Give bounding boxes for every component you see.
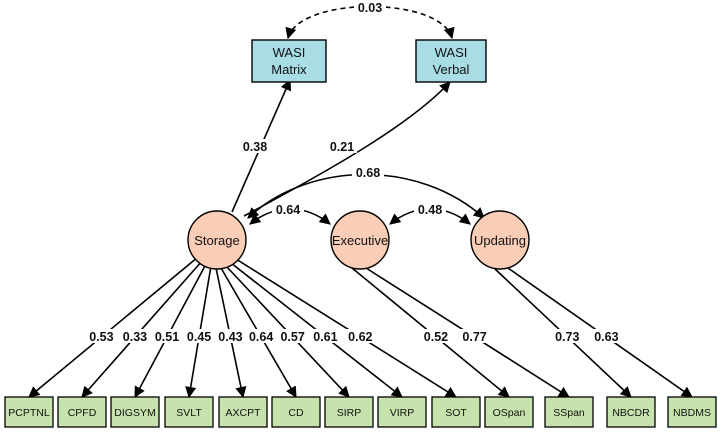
factor-executive: Executive [330, 210, 390, 270]
storage-to-wasi-verbal-path [243, 81, 451, 217]
wasi-matrix-box: WASI Matrix [251, 39, 327, 83]
indicator-box-cd: CD [271, 396, 321, 428]
factor-storage: Storage [187, 210, 247, 270]
loading-label-sspan: 0.77 [462, 330, 486, 344]
indicator-label-nbcdr: NBCDR [612, 407, 650, 419]
executive-updating-correlation-label: 0.48 [418, 203, 442, 217]
indicator-label-virp: VIRP [390, 407, 415, 419]
indicator-box-digsym: DIGSYM [110, 396, 160, 428]
wasi-matrix-path-label: 0.38 [243, 140, 267, 154]
loading-label-virp: 0.61 [313, 330, 337, 344]
loading-label-pcptnl: 0.53 [89, 330, 113, 344]
indicator-box-virp: VIRP [377, 396, 427, 428]
wasi-verbal-box: WASI Verbal [415, 39, 487, 83]
indicator-label-pcptnl: PCPTNL [8, 407, 50, 419]
factor-updating-label: Updating [474, 233, 526, 248]
factor-updating: Updating [470, 210, 530, 270]
loading-label-nbcdr: 0.73 [555, 330, 579, 344]
indicator-label-cd: CD [288, 407, 304, 419]
indicator-label-cpfd: CPFD [68, 407, 97, 419]
indicator-box-axcpt: AXCPT [218, 396, 268, 428]
indicator-label-sspan: SSpan [553, 407, 585, 419]
indicator-box-svlt: SVLT [164, 396, 214, 428]
storage-executive-correlation-label: 0.64 [276, 203, 300, 217]
factor-storage-label: Storage [194, 233, 240, 248]
indicator-box-cpfd: CPFD [57, 396, 107, 428]
loading-label-nbdms: 0.63 [594, 330, 618, 344]
loading-label-cpfd: 0.33 [123, 330, 147, 344]
indicator-label-svlt: SVLT [176, 407, 202, 419]
loading-path-sot [235, 258, 457, 398]
indicator-box-ospan: OSpan [484, 396, 534, 428]
loading-label-cd: 0.64 [249, 330, 273, 344]
wasi-correlation-label: 0.03 [358, 1, 382, 15]
wasi-verbal-path-label: 0.21 [330, 140, 354, 154]
loading-label-sirp: 0.57 [280, 330, 304, 344]
loading-label-axcpt: 0.43 [218, 330, 242, 344]
indicator-label-ospan: OSpan [493, 407, 526, 419]
factor-executive-label: Executive [332, 233, 388, 248]
indicator-box-sirp: SIRP [324, 396, 374, 428]
loading-path-pcptnl [28, 256, 199, 398]
loading-label-ospan: 0.52 [424, 330, 448, 344]
indicator-label-digsym: DIGSYM [114, 407, 155, 419]
indicator-label-sirp: SIRP [337, 407, 362, 419]
indicator-label-nbdms: NBDMS [673, 407, 711, 419]
indicator-box-nbcdr: NBCDR [606, 396, 656, 428]
loading-label-digsym: 0.51 [155, 330, 179, 344]
indicator-box-sspan: SSpan [544, 396, 594, 428]
wasi-verbal-label-line2: Verbal [433, 62, 470, 77]
indicator-box-sot: SOT [431, 396, 481, 428]
wasi-matrix-label-line1: WASI [273, 45, 306, 60]
wasi-verbal-label-line1: WASI [435, 45, 468, 60]
wasi-matrix-label-line2: Matrix [271, 62, 307, 77]
indicator-label-sot: SOT [445, 407, 467, 419]
indicator-label-axcpt: AXCPT [225, 407, 261, 419]
indicator-box-nbdms: NBDMS [667, 396, 717, 428]
storage-updating-correlation-label: 0.68 [356, 166, 380, 180]
loading-label-svlt: 0.45 [187, 330, 211, 344]
loading-label-sot: 0.62 [348, 330, 372, 344]
indicator-box-pcptnl: PCPTNL [4, 396, 54, 428]
